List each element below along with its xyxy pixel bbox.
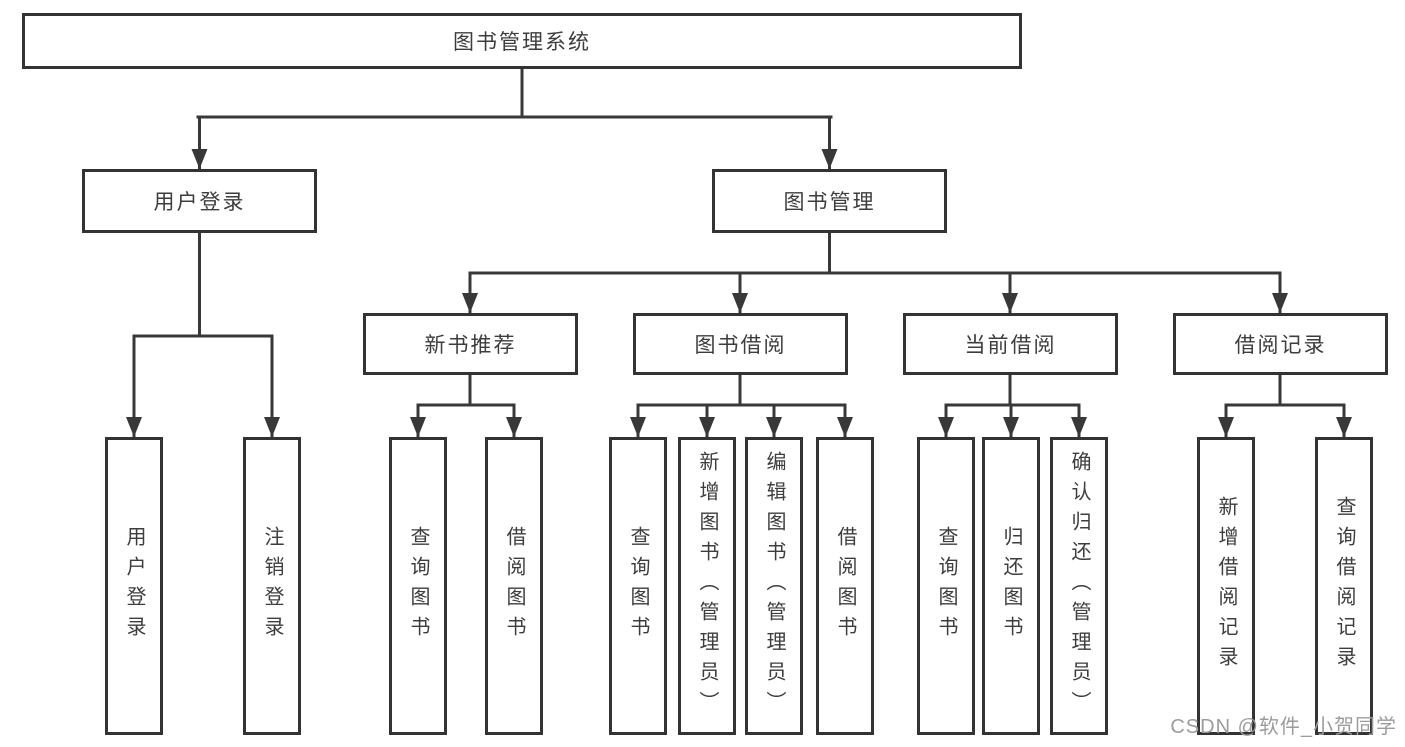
- leaf-user-login: 用户登录: [105, 437, 163, 735]
- leaf-query-books-recommend: 查询图书: [389, 437, 447, 735]
- leaf-query-books-borrow: 查询图书: [609, 437, 667, 735]
- leaf-borrow-books: 借阅图书: [816, 437, 874, 735]
- leaf-confirm-return-admin: 确认归还（管理员）: [1050, 437, 1108, 735]
- leaf-add-borrow-record: 新增借阅记录: [1197, 437, 1255, 735]
- node-user-login: 用户登录: [82, 169, 317, 233]
- csdn-watermark: CSDN @软件_小贺同学: [1170, 716, 1397, 738]
- node-current-borrow: 当前借阅: [903, 313, 1118, 375]
- leaf-query-books-current: 查询图书: [917, 437, 975, 735]
- leaf-borrow-books-recommend: 借阅图书: [485, 437, 543, 735]
- leaf-query-borrow-record: 查询借阅记录: [1315, 437, 1373, 735]
- leaf-add-books-admin: 新增图书（管理员）: [678, 437, 736, 735]
- leaf-return-books: 归还图书: [982, 437, 1040, 735]
- leaf-logout: 注销登录: [243, 437, 301, 735]
- node-borrow-records: 借阅记录: [1173, 313, 1388, 375]
- node-new-book-recommend: 新书推荐: [363, 313, 578, 375]
- node-root-library-system: 图书管理系统: [22, 13, 1022, 69]
- leaf-edit-books-admin: 编辑图书（管理员）: [745, 437, 803, 735]
- node-book-management: 图书管理: [712, 169, 947, 233]
- node-book-borrow: 图书借阅: [633, 313, 848, 375]
